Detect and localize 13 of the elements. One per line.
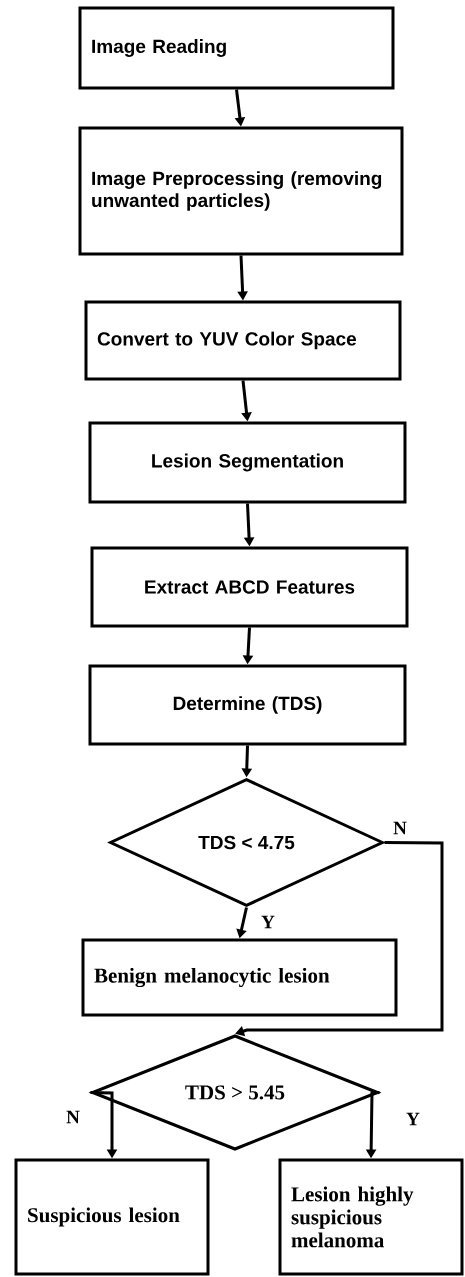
process-box: Image Reading	[78, 6, 395, 90]
result-box: Suspicious lesion	[14, 1158, 210, 1276]
process-box: Benign melanocytic lesion	[81, 938, 398, 1017]
edge-label: Y	[405, 1111, 421, 1127]
edge-label: N	[65, 1109, 81, 1125]
process-box: Determine (TDS)	[88, 664, 407, 746]
edge-label: Y	[260, 914, 276, 930]
process-box: Convert to YUV Color Space	[84, 300, 402, 381]
edge-label: N	[392, 820, 408, 836]
process-box: Extract ABCD Features	[90, 546, 409, 628]
result-box: Lesion highly suspicious melanoma	[278, 1158, 464, 1276]
process-box: Image Preprocessing (removing unwanted particles)	[78, 126, 404, 256]
process-box: Lesion Segmentation	[88, 421, 407, 504]
